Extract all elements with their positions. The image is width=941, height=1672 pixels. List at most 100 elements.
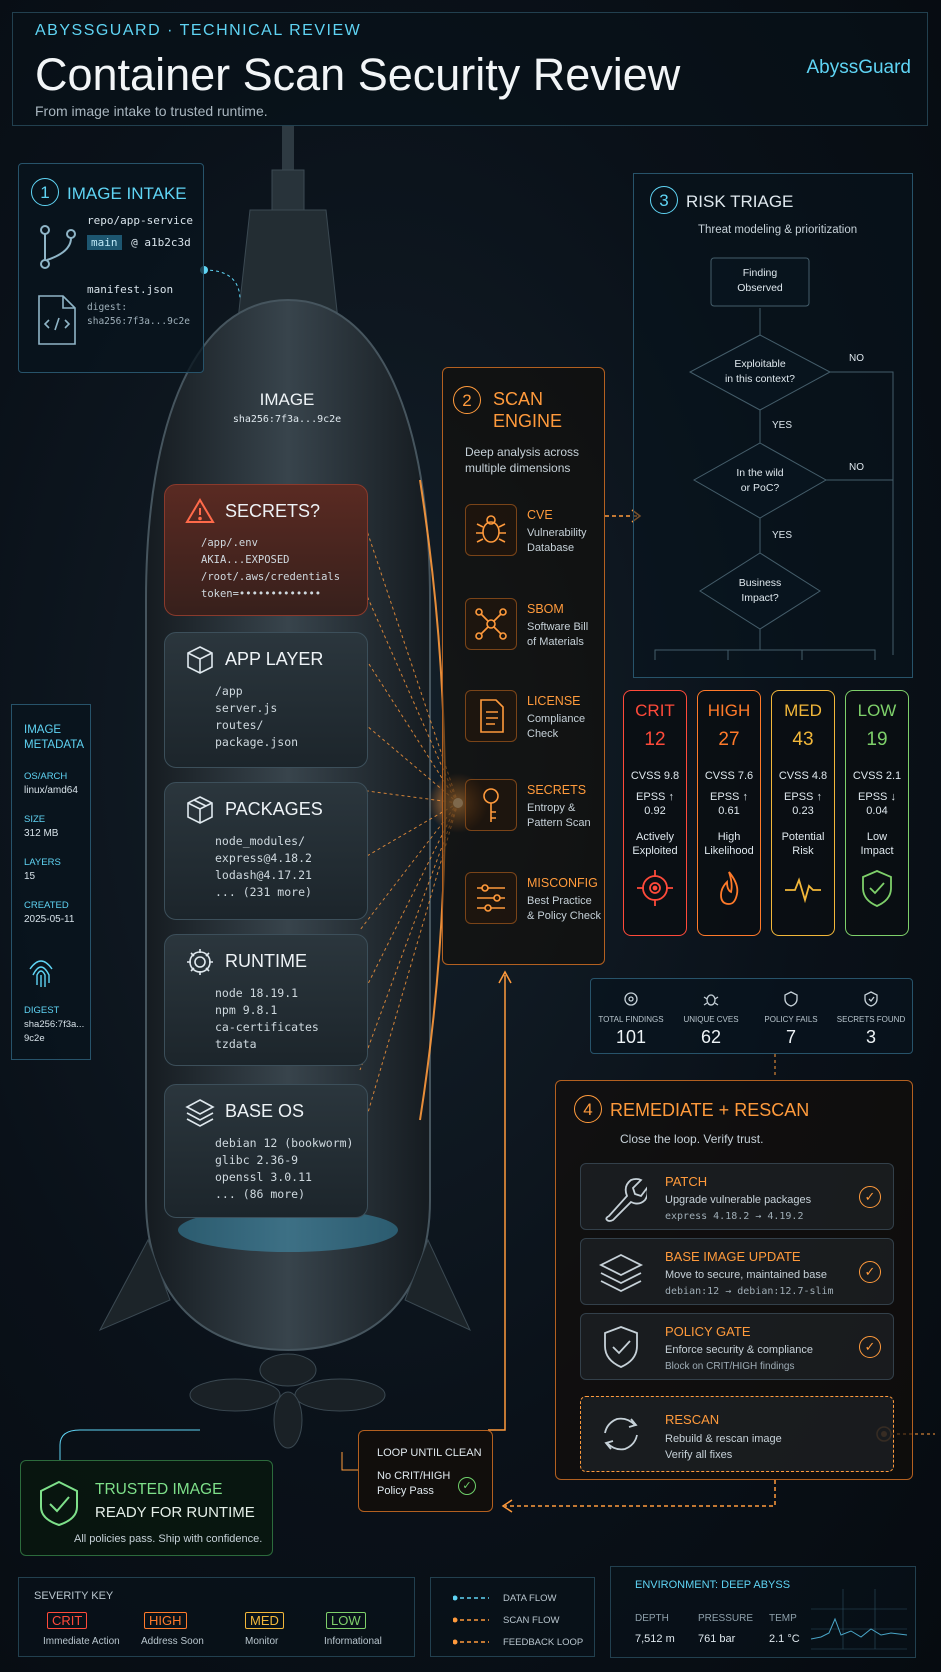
file-code-icon bbox=[38, 295, 76, 345]
size-label: SIZE bbox=[24, 814, 46, 825]
total-label: SECRETS FOUND bbox=[836, 1015, 906, 1024]
total-findings: TOTAL FINDINGS 101 bbox=[591, 979, 671, 1055]
no-label: NO bbox=[849, 462, 864, 473]
severity-desc-2: Likelihood bbox=[704, 845, 754, 857]
layers-icon bbox=[598, 1253, 644, 1293]
layer-title: SECRETS? bbox=[225, 501, 321, 521]
temp-value: 2.1 °C bbox=[769, 1633, 800, 1645]
legend-feedback-loop: FEEDBACK LOOP bbox=[503, 1637, 584, 1648]
layer-title: BASE OS bbox=[225, 1101, 305, 1121]
severity-key: SEVERITY KEY CRIT Immediate Action HIGH … bbox=[18, 1577, 415, 1657]
trusted-title: TRUSTED IMAGE bbox=[95, 1481, 223, 1498]
layer-line: /app/.env bbox=[201, 537, 258, 549]
yes-label: YES bbox=[772, 530, 793, 541]
layer-title: RUNTIME bbox=[225, 951, 307, 971]
lock-icon bbox=[864, 991, 878, 1007]
layer-line: server.js bbox=[215, 701, 278, 715]
cvss-score: CVSS 7.6 bbox=[704, 770, 754, 782]
panel-title: REMEDIATE + RESCAN bbox=[610, 1100, 810, 1121]
decision-text-1: In the wild bbox=[736, 467, 784, 479]
loop-title: LOOP UNTIL CLEAN bbox=[377, 1447, 482, 1459]
step-rescan[interactable]: RESCAN Rebuild & rescan image Verify all… bbox=[580, 1396, 894, 1472]
total-value: 62 bbox=[700, 1027, 722, 1047]
pulse-icon bbox=[785, 877, 821, 904]
step-patch[interactable]: PATCH Upgrade vulnerable packages expres… bbox=[580, 1163, 894, 1230]
warning-icon bbox=[185, 498, 215, 523]
engine-desc-2: Check bbox=[527, 728, 559, 740]
sonar-sparkline bbox=[811, 1589, 907, 1650]
severity-key-title: SEVERITY KEY bbox=[34, 1590, 114, 1602]
step-number: 3 bbox=[650, 186, 678, 214]
created-value: 2025-05-11 bbox=[24, 914, 75, 925]
fingerprint-icon bbox=[29, 960, 53, 987]
severity-desc-1: Actively bbox=[636, 831, 674, 843]
layer-base-os[interactable]: BASE OS debian 12 (bookworm) glibc 2.36-… bbox=[164, 1084, 368, 1218]
engine-desc-1: Entropy & bbox=[527, 802, 576, 814]
severity-name: MED bbox=[784, 701, 822, 720]
layer-title: APP LAYER bbox=[225, 649, 324, 669]
shield-check-icon bbox=[862, 870, 892, 907]
git-branch-icon bbox=[40, 225, 76, 269]
os-label: OS/ARCH bbox=[24, 771, 68, 782]
panel-title: RISK TRIAGE bbox=[686, 191, 794, 211]
decision-text-2: in this context? bbox=[724, 373, 796, 385]
engine-desc-2: & Policy Check bbox=[527, 910, 601, 922]
panel-title: IMAGE INTAKE bbox=[67, 183, 187, 203]
panel-title-2: ENGINE bbox=[493, 411, 563, 431]
step-desc: Move to secure, maintained base bbox=[665, 1269, 828, 1281]
step-policy-gate[interactable]: POLICY GATE Enforce security & complianc… bbox=[580, 1313, 894, 1380]
layer-secrets[interactable]: SECRETS? /app/.env AKIA...EXPOSED /root/… bbox=[164, 484, 368, 616]
trusted-note: All policies pass. Ship with confidence. bbox=[74, 1533, 263, 1545]
trusted-subtitle: READY FOR RUNTIME bbox=[95, 1504, 255, 1521]
sliders-icon bbox=[477, 884, 505, 912]
cube-icon bbox=[187, 646, 213, 674]
bug-icon bbox=[703, 994, 719, 1006]
repo-name: repo/app-service bbox=[87, 214, 193, 227]
metadata-title-1: IMAGE bbox=[24, 724, 62, 736]
engine-name: MISCONFIG bbox=[527, 876, 598, 890]
step-base-image-update[interactable]: BASE IMAGE UPDATE Move to secure, mainta… bbox=[580, 1238, 894, 1305]
engine-name: SECRETS bbox=[527, 783, 587, 797]
total-label: TOTAL FINDINGS bbox=[598, 1015, 664, 1024]
layer-line: ca-certificates bbox=[215, 1020, 319, 1034]
page-subtitle: From image intake to trusted runtime. bbox=[35, 103, 268, 119]
key-badge-high: HIGH bbox=[144, 1612, 187, 1629]
engine-name: CVE bbox=[527, 508, 553, 522]
step-name: BASE IMAGE UPDATE bbox=[665, 1249, 801, 1264]
engine-desc-2: of Materials bbox=[527, 636, 584, 648]
brand-logo: AbyssGuard bbox=[806, 57, 911, 78]
layer-runtime[interactable]: RUNTIME node 18.19.1 npm 9.8.1 ca-certif… bbox=[164, 934, 368, 1066]
layer-line: token=••••••••••••• bbox=[201, 588, 322, 600]
severity-desc-1: Low bbox=[866, 831, 888, 843]
yes-label: YES bbox=[772, 420, 793, 431]
key-badge-low: LOW bbox=[326, 1612, 366, 1629]
bug-icon bbox=[476, 515, 506, 543]
cvss-score: CVSS 4.8 bbox=[778, 770, 828, 782]
legend-lines bbox=[453, 1595, 489, 1645]
panel-subtitle: Close the loop. Verify trust. bbox=[620, 1132, 764, 1146]
cvss-score: CVSS 9.8 bbox=[630, 770, 680, 782]
severity-desc-1: High bbox=[717, 831, 741, 843]
scan-desc-2: multiple dimensions bbox=[465, 461, 571, 475]
created-label: CREATED bbox=[24, 900, 69, 911]
environment-title: ENVIRONMENT: DEEP ABYSS bbox=[635, 1579, 791, 1591]
engine-desc-2: Pattern Scan bbox=[527, 817, 591, 829]
check-icon: ✓ bbox=[859, 1336, 881, 1358]
layer-packages[interactable]: PACKAGES node_modules/ express@4.18.2 lo… bbox=[164, 782, 368, 920]
layer-line: AKIA...EXPOSED bbox=[201, 554, 290, 566]
pressure-label: PRESSURE bbox=[698, 1613, 754, 1624]
layer-app[interactable]: APP LAYER /app server.js routes/ package… bbox=[164, 632, 368, 768]
severity-name: HIGH bbox=[707, 701, 751, 720]
step-detail: Verify all fixes bbox=[665, 1449, 733, 1461]
step-desc: Upgrade vulnerable packages bbox=[665, 1194, 812, 1206]
branch-badge: main bbox=[87, 235, 122, 250]
layers-label: LAYERS bbox=[24, 857, 61, 868]
step-name: RESCAN bbox=[665, 1412, 720, 1427]
image-label: IMAGE bbox=[259, 390, 315, 409]
